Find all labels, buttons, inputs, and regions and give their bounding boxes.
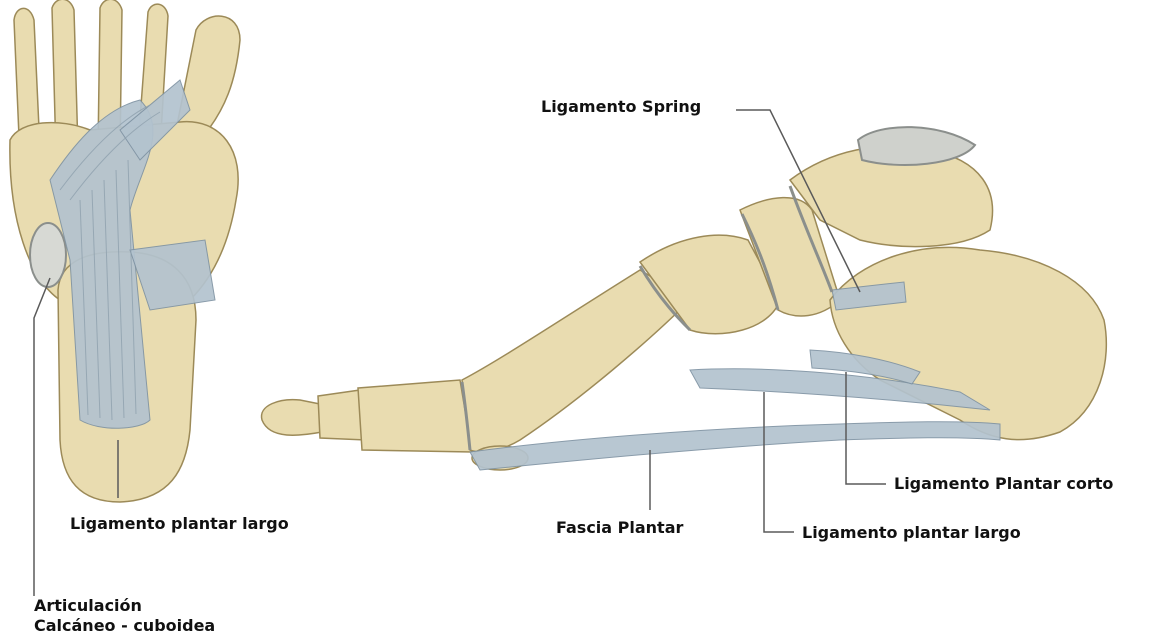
lateral-view	[262, 127, 1107, 470]
plantar-view	[10, 0, 240, 502]
label-long-plantar-ligament-plantar: Ligamento plantar largo	[70, 514, 289, 534]
label-long-plantar-ligament-lateral: Ligamento plantar largo	[802, 523, 1021, 543]
plantar-fascia	[470, 422, 1000, 470]
proximal-phalanx	[358, 380, 472, 452]
cuboid-facet	[30, 223, 66, 287]
first-metatarsal	[462, 270, 690, 452]
label-spring-ligament: Ligamento Spring	[541, 97, 701, 117]
leader-plantar-largo-lateral	[764, 392, 794, 532]
calcaneus-lateral	[830, 247, 1106, 439]
label-articulation-line1: Articulación	[34, 596, 142, 616]
leader-articulacion	[34, 278, 50, 596]
label-short-plantar-ligament: Ligamento Plantar corto	[894, 474, 1113, 494]
distal-phalanx	[262, 400, 322, 436]
label-plantar-fascia: Fascia Plantar	[556, 518, 683, 538]
label-articulation-line2: Calcáneo - cuboidea	[34, 616, 215, 636]
